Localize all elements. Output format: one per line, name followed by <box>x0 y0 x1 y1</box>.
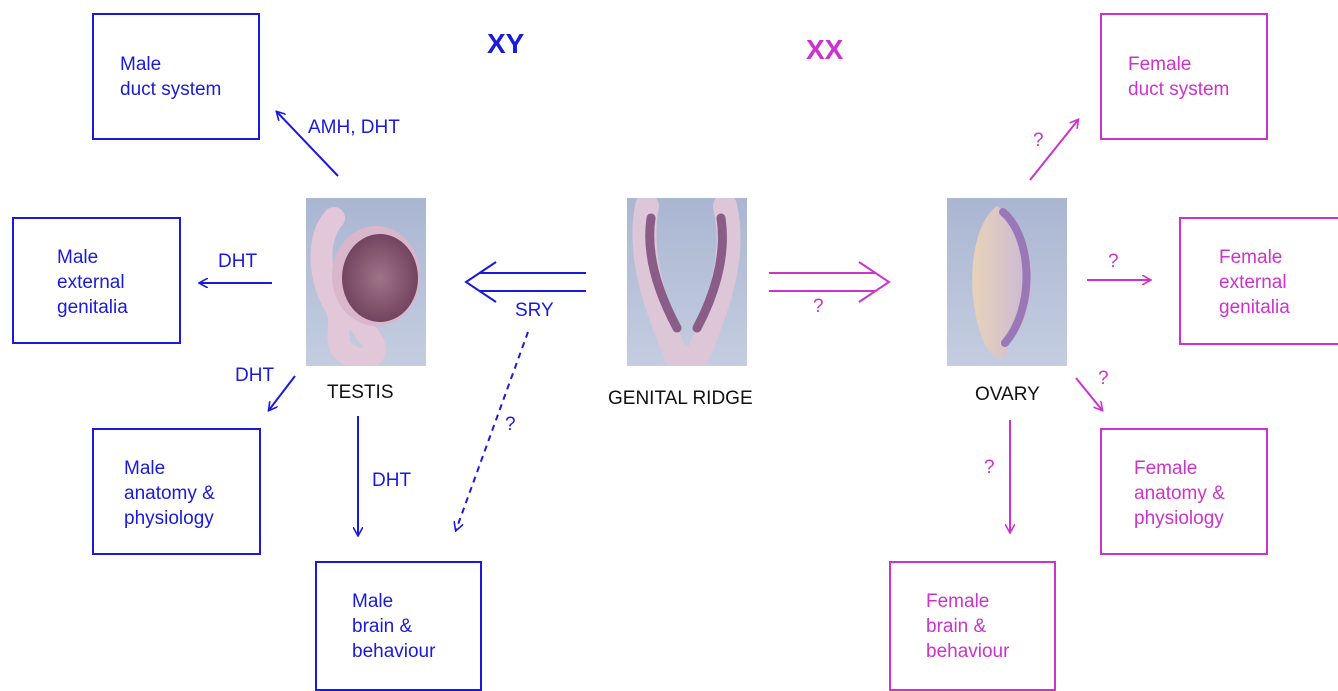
ridge-ovary-question-label: ? <box>813 296 824 318</box>
sry-label: SRY <box>515 300 554 322</box>
genitalia-question-label: ? <box>1108 251 1119 273</box>
duct-question-label: ? <box>1033 130 1044 152</box>
double-arrow-ridge-to-ovary <box>769 262 889 302</box>
arrow-sry-to-male-brain <box>456 332 528 530</box>
dht-brain-label: DHT <box>372 470 411 492</box>
double-arrow-ridge-to-testis <box>466 262 586 302</box>
dht-anatomy-label: DHT <box>235 365 274 387</box>
sry-brain-question-label: ? <box>505 414 516 436</box>
brain-question-label: ? <box>984 457 995 479</box>
dht-genitalia-label: DHT <box>218 251 257 273</box>
anatomy-question-label: ? <box>1098 368 1109 390</box>
amh-dht-label: AMH, DHT <box>308 117 400 139</box>
